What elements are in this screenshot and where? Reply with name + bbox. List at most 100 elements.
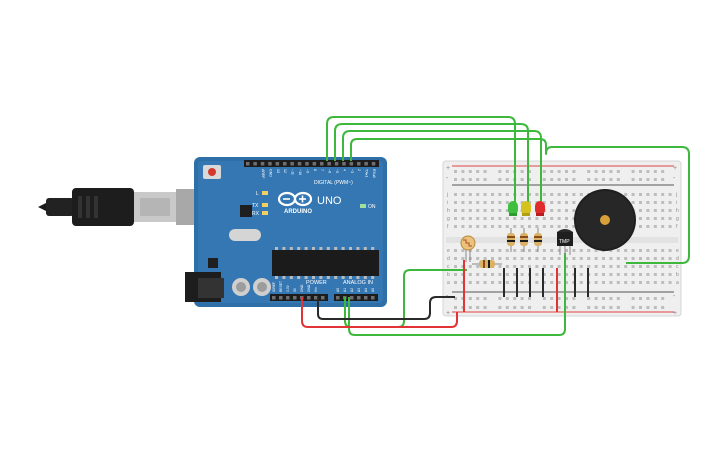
terminal-hole[interactable] [557, 249, 561, 252]
terminal-hole[interactable] [639, 193, 642, 196]
terminal-hole[interactable] [483, 217, 487, 220]
terminal-hole[interactable] [572, 225, 576, 228]
terminal-hole[interactable] [476, 193, 480, 196]
analog-pin-hole[interactable] [364, 296, 368, 300]
terminal-hole[interactable] [461, 265, 465, 268]
terminal-hole[interactable] [468, 225, 472, 228]
terminal-hole[interactable] [505, 193, 509, 196]
terminal-hole[interactable] [668, 281, 672, 284]
rail-hole[interactable] [609, 306, 613, 309]
rail-hole[interactable] [609, 297, 613, 300]
terminal-hole[interactable] [557, 265, 561, 268]
rail-hole[interactable] [631, 178, 635, 181]
rail-hole[interactable] [498, 306, 502, 309]
terminal-hole[interactable] [661, 201, 665, 204]
terminal-hole[interactable] [616, 273, 620, 276]
terminal-hole[interactable] [468, 281, 472, 284]
terminal-hole[interactable] [505, 209, 509, 212]
rail-hole[interactable] [661, 170, 665, 173]
terminal-hole[interactable] [624, 249, 628, 252]
terminal-hole[interactable] [520, 225, 524, 228]
terminal-hole[interactable] [528, 217, 531, 220]
terminal-hole[interactable] [572, 281, 576, 284]
digital-pin-hole[interactable] [357, 162, 361, 166]
terminal-hole[interactable] [609, 249, 613, 252]
rail-hole[interactable] [639, 170, 642, 173]
rail-hole[interactable] [476, 306, 480, 309]
rail-hole[interactable] [594, 170, 598, 173]
rail-hole[interactable] [631, 306, 635, 309]
terminal-hole[interactable] [557, 209, 561, 212]
terminal-hole[interactable] [491, 193, 494, 196]
digital-pin-hole[interactable] [246, 162, 250, 166]
rail-hole[interactable] [476, 170, 480, 173]
power-pin-hole[interactable] [314, 296, 318, 300]
terminal-hole[interactable] [646, 225, 650, 228]
terminal-hole[interactable] [498, 217, 502, 220]
rail-hole[interactable] [557, 297, 561, 300]
terminal-hole[interactable] [653, 257, 657, 260]
digital-pin-hole[interactable] [305, 162, 309, 166]
terminal-hole[interactable] [468, 273, 472, 276]
terminal-hole[interactable] [491, 257, 494, 260]
rail-hole[interactable] [616, 178, 620, 181]
terminal-hole[interactable] [491, 281, 494, 284]
digital-pin-hole[interactable] [312, 162, 317, 166]
rail-hole[interactable] [550, 306, 554, 309]
wires-green[interactable] [326, 116, 690, 336]
terminal-hole[interactable] [587, 249, 591, 252]
terminal-hole[interactable] [609, 265, 613, 268]
terminal-hole[interactable] [498, 281, 502, 284]
rail-hole[interactable] [542, 170, 546, 173]
rail-hole[interactable] [602, 178, 605, 181]
led-green[interactable] [508, 201, 518, 216]
rail-hole[interactable] [542, 178, 546, 181]
rail-hole[interactable] [461, 178, 465, 181]
terminal-hole[interactable] [550, 193, 554, 196]
terminal-hole[interactable] [498, 225, 502, 228]
terminal-hole[interactable] [594, 281, 598, 284]
terminal-hole[interactable] [476, 273, 480, 276]
terminal-hole[interactable] [653, 273, 657, 276]
terminal-hole[interactable] [528, 249, 531, 252]
terminal-hole[interactable] [550, 249, 554, 252]
rail-hole[interactable] [572, 306, 576, 309]
terminal-hole[interactable] [550, 201, 554, 204]
rail-hole[interactable] [550, 297, 554, 300]
terminal-hole[interactable] [639, 281, 642, 284]
terminal-hole[interactable] [579, 281, 583, 284]
terminal-hole[interactable] [483, 193, 487, 196]
terminal-hole[interactable] [520, 201, 524, 204]
terminal-hole[interactable] [483, 249, 487, 252]
rail-hole[interactable] [653, 306, 657, 309]
analog-header[interactable] [334, 294, 378, 301]
terminal-hole[interactable] [653, 225, 657, 228]
terminal-hole[interactable] [454, 257, 457, 260]
terminal-hole[interactable] [491, 273, 494, 276]
terminal-hole[interactable] [646, 265, 650, 268]
terminal-hole[interactable] [461, 257, 465, 260]
rail-hole[interactable] [639, 178, 642, 181]
rail-hole[interactable] [616, 297, 620, 300]
rail-hole[interactable] [602, 170, 605, 173]
terminal-hole[interactable] [528, 225, 531, 228]
terminal-hole[interactable] [454, 201, 457, 204]
analog-pin-hole[interactable] [371, 296, 375, 300]
terminal-hole[interactable] [594, 257, 598, 260]
terminal-hole[interactable] [535, 225, 539, 228]
terminal-hole[interactable] [520, 273, 524, 276]
terminal-hole[interactable] [661, 193, 665, 196]
terminal-hole[interactable] [602, 265, 605, 268]
terminal-hole[interactable] [498, 209, 502, 212]
digital-pin-hole[interactable] [290, 162, 294, 166]
terminal-hole[interactable] [454, 193, 457, 196]
rail-hole[interactable] [528, 178, 531, 181]
rail-hole[interactable] [616, 306, 620, 309]
terminal-hole[interactable] [668, 209, 672, 212]
rail-hole[interactable] [587, 170, 591, 173]
terminal-hole[interactable] [483, 273, 487, 276]
terminal-hole[interactable] [461, 193, 465, 196]
terminal-hole[interactable] [498, 201, 502, 204]
terminal-hole[interactable] [483, 257, 487, 260]
rail-hole[interactable] [631, 170, 635, 173]
